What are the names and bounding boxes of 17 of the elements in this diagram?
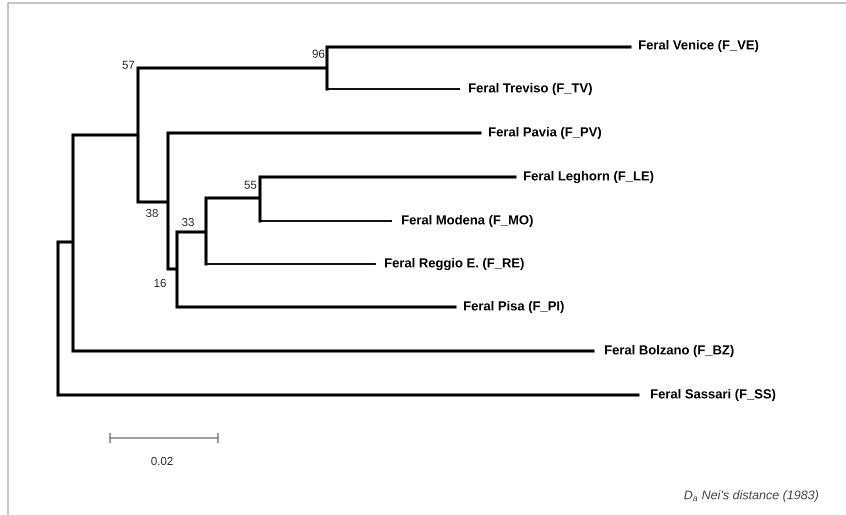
taxon-label: Feral Sassari (F_SS)	[651, 388, 776, 402]
bootstrap-value: 33	[182, 218, 194, 226]
taxon-label: Feral Pisa (F_PI)	[464, 300, 564, 314]
bootstrap-value: 55	[244, 180, 256, 189]
taxon-label: Feral Reggio E. (F_RE)	[385, 258, 524, 270]
taxon-label: Feral Modena (F_MO)	[402, 214, 533, 228]
bootstrap-value: 57	[122, 60, 134, 69]
bootstrap-value: 96	[312, 50, 324, 58]
taxon-label: Feral Leghorn (F_LE)	[524, 170, 654, 184]
taxon-label: Feral Pavia (F_PV)	[489, 126, 601, 140]
taxon-label: Feral Bolzano (F_BZ)	[605, 344, 734, 358]
taxon-label: Feral Treviso (F_TV)	[469, 82, 592, 96]
bootstrap-value: 16	[154, 278, 166, 288]
bootstrap-value: 38	[146, 208, 158, 218]
scale-value: 0.02	[151, 456, 173, 466]
taxon-label: Feral Venice (F_VE)	[639, 40, 758, 52]
caption: D$_{a}$ Nei’s distance (1983)	[684, 490, 818, 502]
